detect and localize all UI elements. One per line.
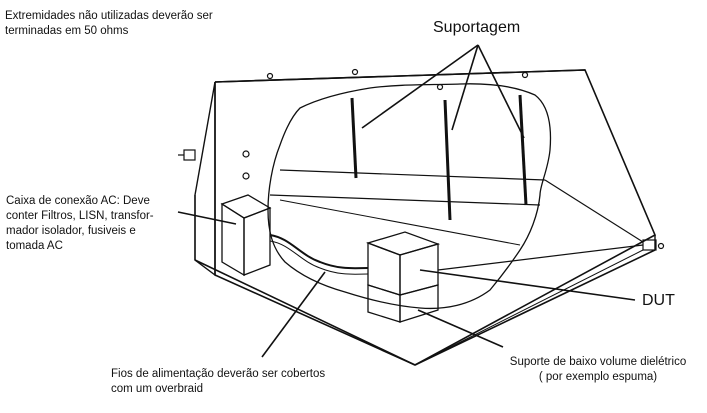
screw-icon [436,83,444,91]
leader-dielectric [417,309,504,348]
screw-icon [521,71,529,79]
dut-cable [437,244,644,271]
leader-dut [419,269,636,301]
enclosure-top-face [214,69,657,366]
right-connector-icon [642,239,657,251]
leader-ac-box [177,211,237,225]
power-cable-braid [269,240,369,275]
interior-back-edge [279,169,546,181]
dielectric-block-side [399,284,439,323]
ac-box-label: Caixa de conexão AC: Deve conter Filtros… [6,195,154,252]
interior-floor-edge [269,194,541,206]
leader-supports-2 [451,44,479,131]
support-rod [350,97,358,179]
enclosure-left-face [194,81,216,277]
termination-note: Extremidades não utilizadas deverão ser … [5,10,213,37]
support-rod [518,94,528,206]
left-connector-icon [183,149,196,161]
dut-label: DUT [642,292,675,309]
panel-hole-icon [242,150,250,158]
dut-box-front [367,242,401,296]
panel-hole-icon [242,172,250,180]
right-cable-lower [544,179,644,243]
dut-box-side [399,243,439,296]
screw-icon [266,72,274,80]
leader-power-wires [261,271,326,358]
enclosure-bottom-edge [194,259,416,366]
ac-box-top [220,194,272,219]
ac-box-front [221,202,245,277]
bottom-cable [414,249,644,366]
ac-box-side [243,207,271,276]
screw-icon [351,68,359,76]
interior-floor-edge2 [279,199,521,246]
power-cable [269,234,369,270]
power-wires-label: Fios de alimentação deverão ser cobertos… [111,368,326,395]
enclosure-bottom-edge-right [414,249,656,366]
enclosure-top-edge [214,69,586,83]
cutaway-outline [267,83,552,310]
leader-supports-3 [477,44,525,139]
dielectric-block-front [367,284,401,323]
dut-box-top [365,231,441,256]
dielectric-support-label: Suporte de baixo volume dielétrico ( por… [509,356,687,383]
support-rod [443,99,452,221]
right-connector-pin [657,242,665,250]
supports-label: Suportagem [433,19,521,36]
leader-supports-1 [361,44,479,129]
